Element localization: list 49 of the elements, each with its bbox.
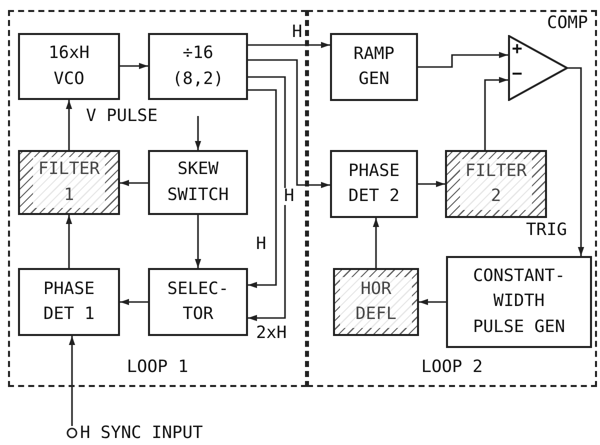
block-label: HOR DEFL [340,276,412,328]
hatched-block [445,150,547,218]
arrow [68,336,76,426]
arrow [120,62,148,70]
block-label: SELEC- TOR [166,278,230,326]
arrow [120,180,148,186]
comparator-label: COMP [547,13,588,33]
arrow [418,180,445,188]
block-label: FILTER 2 [460,158,532,210]
block-label: ÷16 (8,2) [171,42,225,90]
edge-label: H [284,188,294,205]
block [330,33,418,101]
block-label: SKEW SWITCH [166,158,230,206]
block [148,150,248,215]
arrow [194,116,202,150]
block-label: FILTER 1 [33,157,105,208]
arrow [419,298,446,306]
group-label: LOOP 2 [420,357,484,377]
arrow [66,215,72,268]
arrow [248,89,277,288]
block-label: PHASE DET 1 [42,278,96,326]
group-label: LOOP 1 [126,357,190,377]
dashed-group-outline [307,10,597,387]
input-sign: + [512,41,522,58]
input-sign: − [512,66,522,83]
arrow [568,67,584,256]
arrow [372,218,380,268]
input-label: H SYNC INPUT [80,423,203,443]
block [18,33,120,100]
arrow [120,298,148,306]
block-label: CONSTANT- WIDTH PULSE GEN [472,264,566,339]
arrow [418,52,508,68]
dashed-group-outline [8,10,307,387]
block-label: PHASE DET 2 [347,160,401,208]
hatched-block [18,150,120,215]
arrow [484,76,508,150]
arrow [248,76,286,322]
hatched-block [333,268,419,336]
block [148,268,248,336]
arrow [194,215,202,268]
block [446,256,592,348]
block [148,33,248,100]
arrow [66,100,72,150]
block [330,150,418,218]
block-label: RAMP GEN [352,42,396,91]
arrow [248,42,330,48]
block-label: 16xH VCO [48,42,90,90]
block [18,268,120,336]
arrow [248,59,330,188]
